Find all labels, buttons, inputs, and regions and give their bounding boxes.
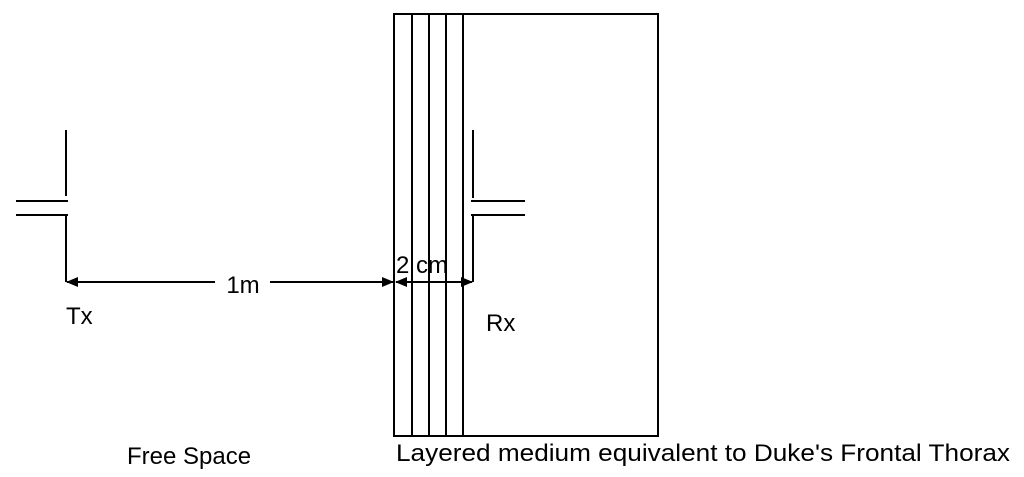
- layered-medium-label: Layered medium equivalent to Duke's Fron…: [396, 440, 1010, 467]
- free-space-distance-label: 1m: [226, 272, 259, 299]
- tx-label: Tx: [66, 303, 93, 330]
- layer-thickness-label: 2 cm: [396, 252, 448, 279]
- tx-antenna: [16, 130, 68, 282]
- layered-medium-block: [393, 13, 659, 437]
- rx-antenna: [471, 130, 525, 282]
- rx-label: Rx: [486, 310, 515, 337]
- free-space-label: Free Space: [127, 443, 251, 470]
